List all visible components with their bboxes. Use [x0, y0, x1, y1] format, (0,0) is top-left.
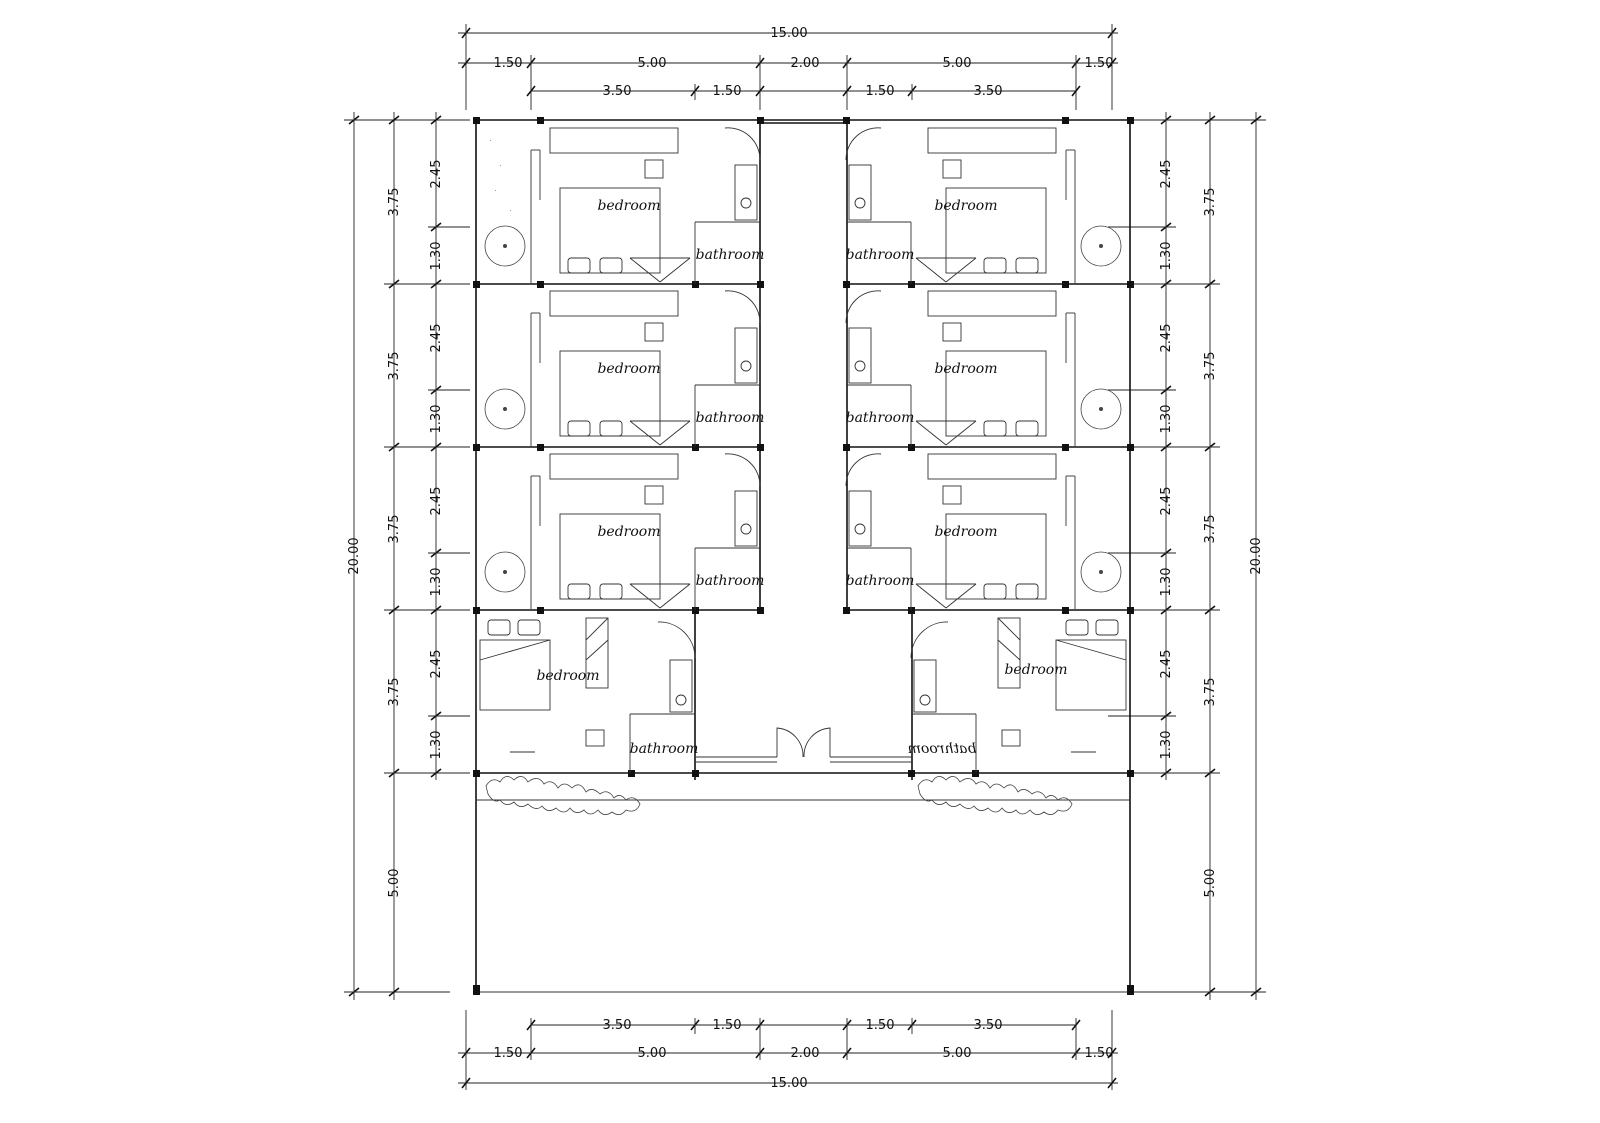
dim-left-bay-3: 3.75 — [387, 515, 402, 544]
room-label-bedroom: bedroom — [934, 524, 997, 540]
dim-top-inner-3: 1.50 — [866, 84, 895, 99]
dim-right-bath-4: 1.30 — [1159, 731, 1174, 760]
dim-right-bath-3: 1.30 — [1159, 568, 1174, 597]
room-label-bedroom: bedroom — [597, 524, 660, 540]
dim-bottom-2: 5.00 — [638, 1046, 667, 1061]
unit-left-row-1: bedroom bathroom — [484, 127, 765, 284]
room-label-bedroom: bedroom — [597, 198, 660, 214]
dim-total-depth-right: 20.00 — [1249, 537, 1264, 574]
building-outline — [475, 119, 1131, 993]
tree-icon — [484, 225, 526, 267]
room-label-bathroom: bathroom — [846, 247, 915, 263]
tree-icon — [1080, 225, 1122, 267]
dim-top-inner-2: 1.50 — [713, 84, 742, 99]
dim-bottom-3: 2.00 — [791, 1046, 820, 1061]
room-label-bathroom: bathroom — [630, 741, 699, 757]
unit-left-row-4: bedroom bathroom — [479, 617, 699, 773]
dim-bottom-inner-2: 1.50 — [713, 1018, 742, 1033]
room-label-bedroom: bedroom — [597, 361, 660, 377]
dim-right-bay-1: 3.75 — [1203, 188, 1218, 217]
bottom-dimensions: 3.50 1.50 1.50 3.50 1.50 5.00 2.00 5.00 … — [458, 1010, 1118, 1091]
room-label-bathroom: bathroom — [908, 741, 977, 757]
unit-right-row-4: bedroom bathroom — [908, 617, 1127, 773]
top-dimensions: 15.00 1.50 5.00 2.00 5.00 1.50 3.50 1.50… — [458, 24, 1118, 110]
room-label-bedroom: bedroom — [536, 668, 599, 684]
dim-bottom-inner-4: 3.50 — [974, 1018, 1003, 1033]
dim-total-depth-left: 20.00 — [347, 537, 362, 574]
dim-left-bay-2: 3.75 — [387, 352, 402, 381]
room-label-bedroom: bedroom — [934, 361, 997, 377]
dim-top-1: 1.50 — [494, 56, 523, 71]
room-label-bathroom: bathroom — [846, 573, 915, 589]
tree-icon — [484, 388, 526, 430]
unit-right-row-3: bedroom bathroom — [845, 453, 1122, 610]
dim-right-room-2: 2.45 — [1159, 324, 1174, 353]
dim-top-inner-4: 3.50 — [974, 84, 1003, 99]
dim-left-bay-5: 5.00 — [387, 869, 402, 898]
dim-right-bath-2: 1.30 — [1159, 405, 1174, 434]
room-label-bathroom: bathroom — [696, 410, 765, 426]
right-dimensions: 2.45 1.30 2.45 1.30 2.45 1.30 2.45 1.30 … — [1108, 112, 1266, 1000]
unit-left-row-3: bedroom bathroom — [484, 453, 765, 610]
dim-left-room-3: 2.45 — [429, 487, 444, 516]
entrance-double-door — [776, 727, 831, 758]
room-label-bathroom: bathroom — [846, 410, 915, 426]
dim-left-bath-3: 1.30 — [429, 568, 444, 597]
room-label-bathroom: bathroom — [696, 247, 765, 263]
dim-top-inner-1: 3.50 — [603, 84, 632, 99]
dim-top-4: 5.00 — [943, 56, 972, 71]
dim-left-bath-1: 1.30 — [429, 242, 444, 271]
dim-bottom-inner-3: 1.50 — [866, 1018, 895, 1033]
dim-right-room-1: 2.45 — [1159, 160, 1174, 189]
dim-top-2: 5.00 — [638, 56, 667, 71]
dim-right-bay-3: 3.75 — [1203, 515, 1218, 544]
dim-right-bay-4: 3.75 — [1203, 678, 1218, 707]
unit-right-row-1: bedroom bathroom — [845, 127, 1122, 284]
dim-left-bath-2: 1.30 — [429, 405, 444, 434]
dim-top-5: 1.50 — [1085, 56, 1114, 71]
tree-icon — [484, 551, 526, 593]
dim-right-room-3: 2.45 — [1159, 487, 1174, 516]
dim-right-bath-1: 1.30 — [1159, 242, 1174, 271]
dim-total-width-top: 15.00 — [770, 26, 807, 41]
dim-total-width-bottom: 15.00 — [770, 1076, 807, 1091]
dim-right-bay-2: 3.75 — [1203, 352, 1218, 381]
dim-right-bay-5: 5.00 — [1203, 869, 1218, 898]
tree-icon — [1080, 388, 1122, 430]
dim-left-bay-4: 3.75 — [387, 678, 402, 707]
dim-bottom-5: 1.50 — [1085, 1046, 1114, 1061]
unit-right-row-2: bedroom bathroom — [845, 290, 1122, 447]
dim-left-room-2: 2.45 — [429, 324, 444, 353]
room-label-bathroom: bathroom — [696, 573, 765, 589]
dim-left-room-4: 2.45 — [429, 650, 444, 679]
dim-bottom-inner-1: 3.50 — [603, 1018, 632, 1033]
dim-right-room-4: 2.45 — [1159, 650, 1174, 679]
garden-shrubs — [485, 776, 1073, 815]
dim-left-bay-1: 3.75 — [387, 188, 402, 217]
dim-bottom-4: 5.00 — [943, 1046, 972, 1061]
left-dimensions: 20.00 3.75 3.75 3.75 3.75 5.00 2.45 1.30… — [344, 112, 470, 1000]
dim-left-room-1: 2.45 — [429, 160, 444, 189]
room-label-bedroom: bedroom — [934, 198, 997, 214]
dim-bottom-1: 1.50 — [494, 1046, 523, 1061]
tree-icon — [1080, 551, 1122, 593]
room-label-bedroom: bedroom — [1004, 662, 1067, 678]
unit-left-row-2: bedroom bathroom — [484, 290, 765, 447]
dim-top-3: 2.00 — [791, 56, 820, 71]
structural-columns — [473, 117, 1134, 995]
dim-left-bath-4: 1.30 — [429, 731, 444, 760]
